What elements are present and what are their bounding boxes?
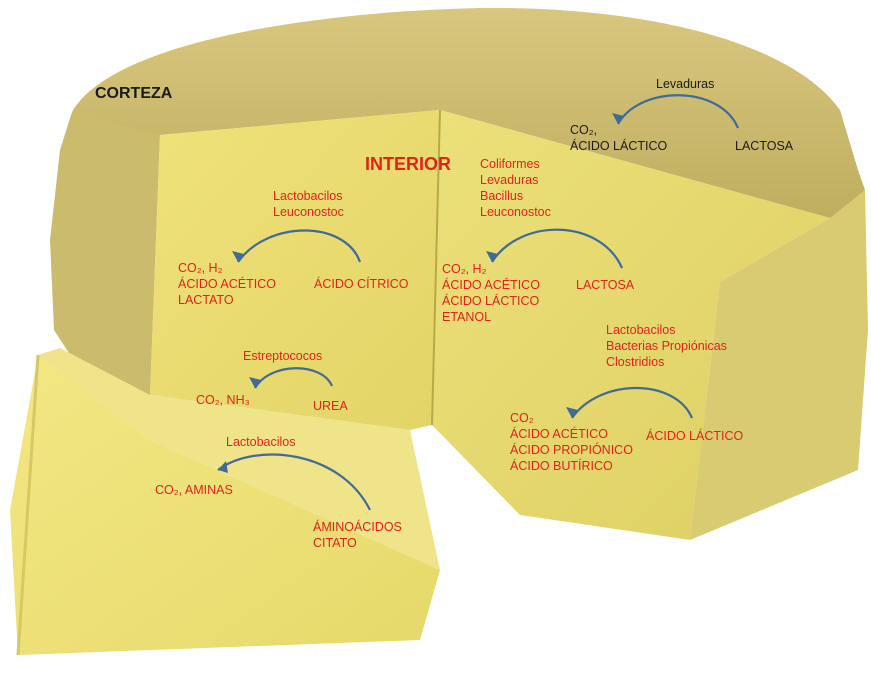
- citrate-products: CO₂, H₂ ÁCIDO ACÉTICO LACTATO: [178, 260, 276, 308]
- amino-products: CO₂, AMINAS: [155, 482, 233, 498]
- interior-label: INTERIOR: [365, 156, 451, 172]
- lactic-substrate: ÁCIDO LÁCTICO: [646, 428, 743, 444]
- amino-substrate: ÁMINOÁCIDOS CITATO: [313, 519, 402, 551]
- lactose-products: CO₂, H₂ ÁCIDO ACÉTICO ÁCIDO LÁCTICO ETAN…: [442, 261, 540, 325]
- lactose-substrate: LACTOSA: [576, 277, 634, 293]
- urea-substrate: UREA: [313, 398, 348, 414]
- crust-substrate: LACTOSA: [735, 138, 793, 154]
- amino-organism: Lactobacilos: [226, 434, 296, 450]
- urea-products: CO₂, NH₃: [196, 392, 250, 408]
- crust-organism: Levaduras: [656, 76, 714, 92]
- corteza-label: CORTEZA: [95, 86, 172, 102]
- lactic-products: CO₂ ÁCIDO ACÉTICO ÁCIDO PROPIÓNICO ÁCIDO…: [510, 410, 633, 474]
- citrate-substrate: ÁCIDO CÍTRICO: [314, 276, 408, 292]
- lactic-organisms: Lactobacilos Bacterias Propiónicas Clost…: [606, 322, 727, 370]
- lactose-organisms: Coliformes Levaduras Bacillus Leuconosto…: [480, 156, 551, 220]
- crust-products: CO₂, ÁCIDO LÁCTICO: [570, 122, 667, 154]
- citrate-organisms: Lactobacilos Leuconostoc: [273, 188, 344, 220]
- urea-organism: Estreptococos: [243, 348, 322, 364]
